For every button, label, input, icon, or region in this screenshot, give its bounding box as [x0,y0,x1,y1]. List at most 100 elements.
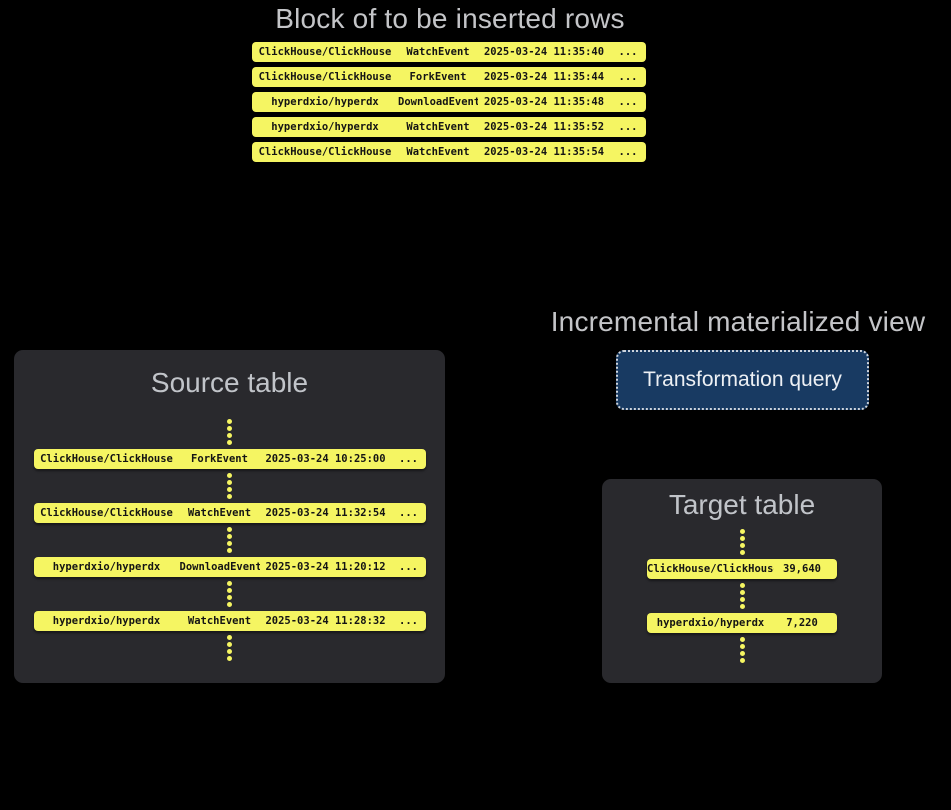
row-event: ForkEvent [191,453,248,465]
source-table-rows: ClickHouse/ClickHouse ForkEvent 2025-03-… [14,418,445,662]
ellipsis-dot [227,588,232,593]
ellipsis-dot [227,480,232,485]
target-table-rows: ClickHouse/ClickHouse 39,640 hyperdxio/h… [602,528,882,664]
row-timestamp: 2025-03-24 11:35:54 [483,146,605,158]
row-count: 7,220 [786,617,818,629]
row-repo: hyperdxio/hyperdx [656,617,765,629]
row-event: WatchEvent [406,146,470,158]
source-table-title: Source table [150,367,309,398]
row-more: ... [618,96,638,108]
row-event: WatchEvent [187,507,252,519]
more-rows-ellipsis [739,582,745,610]
inserted-row: ClickHouse/ClickHouse WatchEvent 2025-03… [252,142,646,162]
ellipsis-dot [739,529,745,534]
source-row: ClickHouse/ClickHouse ForkEvent 2025-03-… [33,449,426,469]
row-more: ... [399,615,418,627]
row-timestamp: 2025-03-24 11:32:54 [265,507,386,519]
row-event: DownloadEvent [179,561,260,573]
inserted-row: ClickHouse/ClickHouse WatchEvent 2025-03… [252,42,646,62]
ellipsis-dot [739,543,745,548]
row-repo: ClickHouse/ClickHouse [258,46,392,58]
inserted-row: hyperdxio/hyperdx DownloadEvent 2025-03-… [252,92,646,112]
ellipsis-dot [739,658,745,663]
row-more: ... [618,71,638,83]
row-repo: ClickHouse/ClickHouse [258,146,392,158]
ellipsis-dot [739,604,745,609]
row-more: ... [399,507,418,519]
ellipsis-dot [227,473,232,478]
row-timestamp: 2025-03-24 11:35:40 [483,46,605,58]
inserted-row: hyperdxio/hyperdx WatchEvent 2025-03-24 … [252,117,646,137]
row-event: WatchEvent [406,46,470,58]
row-repo: hyperdxio/hyperdx [271,96,379,108]
source-table-panel: Source table ClickHouse/ClickHouse ForkE… [14,350,445,683]
target-table-title: Target table [668,489,816,520]
row-repo: hyperdxio/hyperdx [52,561,161,573]
row-timestamp: 2025-03-24 11:20:12 [265,561,386,573]
ellipsis-dot [739,644,745,649]
row-repo: ClickHouse/ClickHouse [258,71,392,83]
target-row: hyperdxio/hyperdx 7,220 [647,613,837,633]
insert-block-title: Block of to be inserted rows [275,3,625,34]
ellipsis-dot [739,536,745,541]
row-count: 39,640 [783,563,821,575]
row-repo: ClickHouse/ClickHouse [40,507,173,519]
inserted-row: ClickHouse/ClickHouse ForkEvent 2025-03-… [252,67,646,87]
ellipsis-dot [227,494,232,499]
row-event: WatchEvent [406,121,470,133]
ellipsis-dot [227,487,232,492]
ellipsis-dot [227,581,232,586]
target-table-panel: Target table ClickHouse/ClickHouse 39,64… [602,479,882,683]
row-event: DownloadEvent [398,96,478,108]
ellipsis-dot [739,590,745,595]
more-rows-ellipsis [739,636,745,664]
ellipsis-dot [227,548,232,553]
row-more: ... [618,46,638,58]
ellipsis-dot [227,635,232,640]
transformation-query-box: Transformation query [616,350,869,410]
row-more: ... [618,121,638,133]
source-row: ClickHouse/ClickHouse WatchEvent 2025-03… [33,503,426,523]
ellipsis-dot [227,595,232,600]
row-repo: hyperdxio/hyperdx [52,615,161,627]
row-more: ... [399,561,418,573]
ellipsis-dot [227,527,232,532]
row-more: ... [399,453,418,465]
row-event: WatchEvent [187,615,252,627]
row-timestamp: 2025-03-24 11:35:52 [483,121,605,133]
ellipsis-dot [739,651,745,656]
row-repo: ClickHouse/ClickHouse [647,563,774,575]
ellipsis-dot [739,637,745,642]
source-row: hyperdxio/hyperdx DownloadEvent 2025-03-… [33,557,426,577]
row-more: ... [618,146,638,158]
ellipsis-dot [227,649,232,654]
more-rows-ellipsis [227,418,232,446]
row-timestamp: 2025-03-24 11:28:32 [265,615,386,627]
materialized-view-title: Incremental materialized view [550,306,926,337]
ellipsis-dot [739,597,745,602]
source-row: hyperdxio/hyperdx WatchEvent 2025-03-24 … [33,611,426,631]
more-rows-ellipsis [227,472,232,500]
row-event: ForkEvent [409,71,467,83]
ellipsis-dot [739,550,745,555]
ellipsis-dot [227,426,232,431]
ellipsis-dot [227,534,232,539]
ellipsis-dot [227,419,232,424]
insert-block-rows: ClickHouse/ClickHouse WatchEvent 2025-03… [252,42,646,162]
ellipsis-dot [227,440,232,445]
ellipsis-dot [227,642,232,647]
more-rows-ellipsis [227,580,232,608]
ellipsis-dot [227,602,232,607]
more-rows-ellipsis [739,528,745,556]
row-timestamp: 2025-03-24 10:25:00 [265,453,386,465]
more-rows-ellipsis [227,526,232,554]
row-repo: hyperdxio/hyperdx [271,121,379,133]
row-timestamp: 2025-03-24 11:35:48 [483,96,605,108]
row-timestamp: 2025-03-24 11:35:44 [483,71,605,83]
row-repo: ClickHouse/ClickHouse [40,453,173,465]
more-rows-ellipsis [227,634,232,662]
ellipsis-dot [227,656,232,661]
target-row: ClickHouse/ClickHouse 39,640 [647,559,837,579]
ellipsis-dot [227,541,232,546]
